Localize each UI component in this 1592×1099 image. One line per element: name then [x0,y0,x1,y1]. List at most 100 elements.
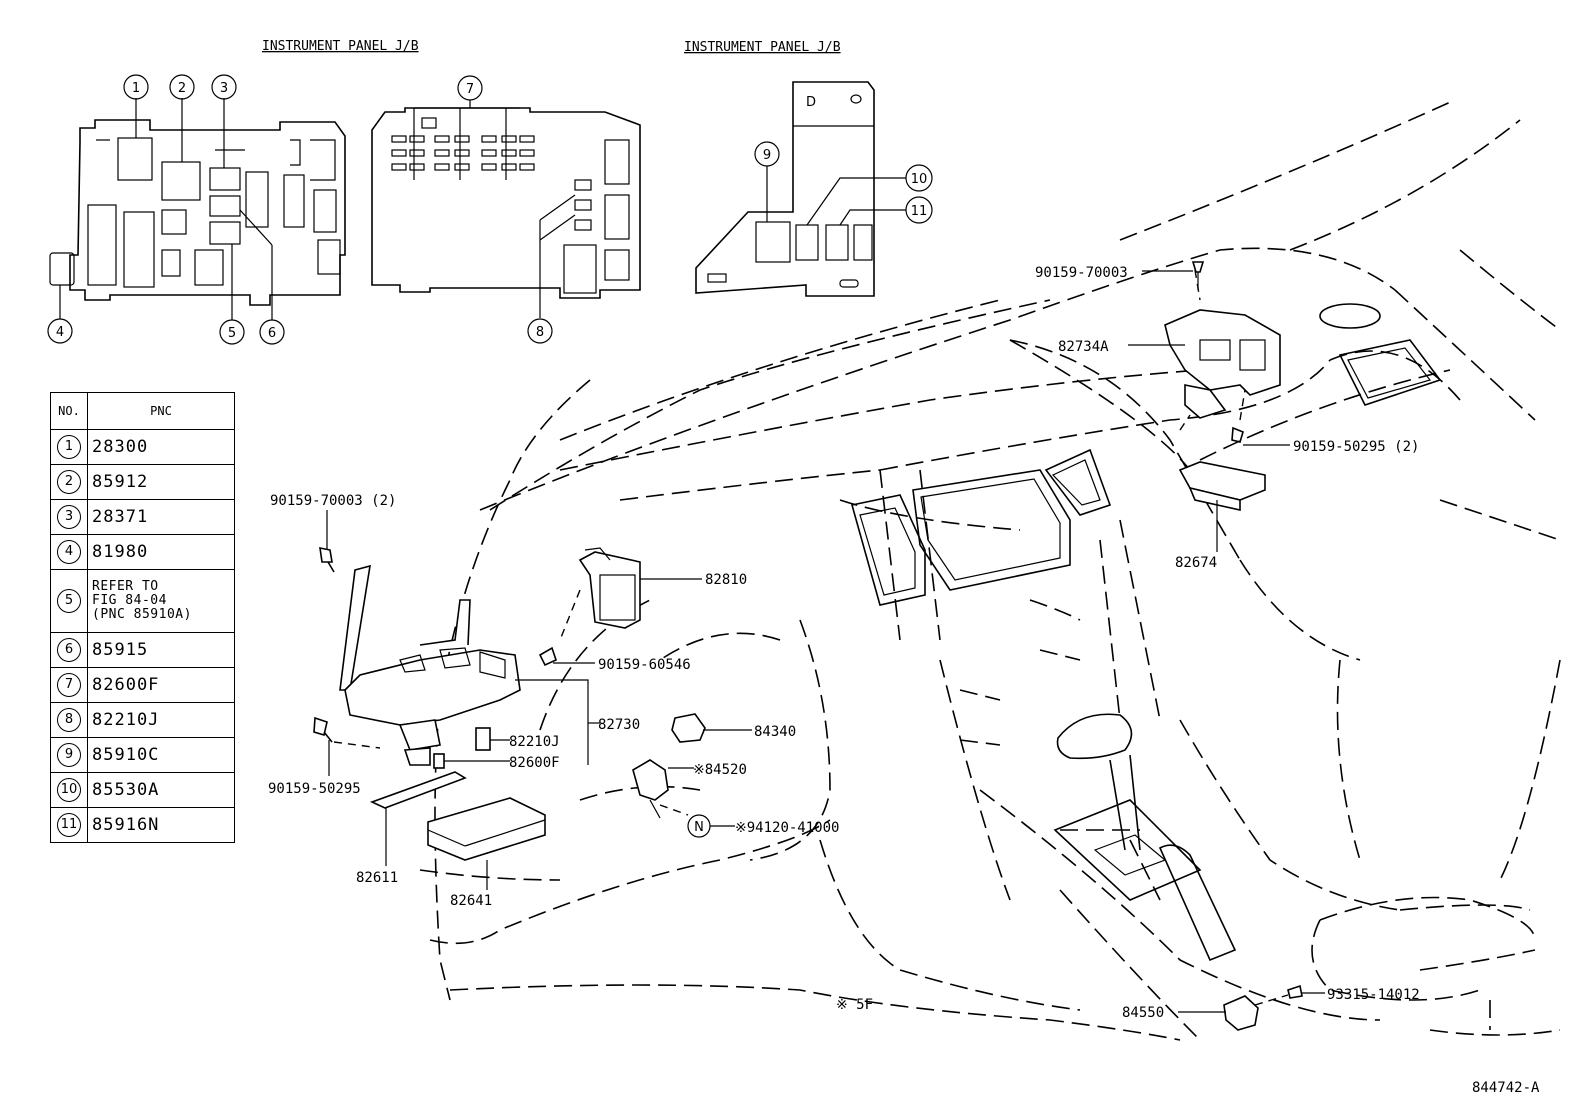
label-90159-70003-top: 90159-70003 [1035,265,1128,281]
callouts: 1 2 3 4 5 6 7 8 9 10 11 [47,74,933,345]
table-row: 4 81980 [50,534,235,570]
svg-text:D: D [806,95,816,110]
row-number: 10 [57,778,81,802]
part-84520 [632,759,669,819]
row-pnc: 85916N [87,807,235,843]
row-pnc: 82210J [87,702,235,738]
pnc-table: NO. PNC 1 28300 2 85912 3 28371 4 81980 … [50,392,235,843]
svg-text:4: 4 [56,325,64,340]
row-pnc: 85915 [87,632,235,668]
header-left: INSTRUMENT PANEL J/B [262,39,419,54]
row-pnc: 85910C [87,737,235,773]
instrument-panel-outline [419,99,1561,1041]
svg-text:10: 10 [911,172,928,187]
part-84340 [671,713,706,743]
junction-block-right: D [695,81,875,297]
leader-lines [326,270,1325,1013]
label-90159-50295-2: 90159-50295 (2) [1293,439,1419,455]
svg-text:7: 7 [466,82,474,97]
label-82734A: 82734A [1058,339,1109,355]
table-row: 11 85916N [50,807,235,843]
part-84550 [1223,995,1259,1031]
svg-text:3: 3 [220,81,228,96]
row-pnc: 85530A [87,772,235,808]
callout-6: 6 [239,209,285,345]
label-84340: 84340 [754,724,796,740]
svg-text:9: 9 [763,148,771,163]
part-82730 [339,564,521,766]
row-pnc: 82600F [87,667,235,703]
table-row: 9 85910C [50,737,235,773]
svg-text:N: N [694,820,704,835]
label-82210J: 82210J [509,734,560,750]
bolts [313,546,1303,1006]
callout-2: 2 [169,74,195,162]
label-82730: 82730 [598,717,640,733]
label-82674: 82674 [1175,555,1217,571]
table-row: 3 28371 [50,499,235,535]
label-84520: ※84520 [693,762,747,778]
junction-block-middle [371,107,641,299]
junction-block-left [49,119,346,306]
table-row: 10 85530A [50,772,235,808]
part-82210J [475,727,491,751]
svg-text:5: 5 [228,326,236,341]
row-number: 2 [57,470,81,494]
callout-10: 10 [806,164,933,226]
callout-3: 3 [211,74,237,168]
table-row: 8 82210J [50,702,235,738]
table-row: 1 28300 [50,429,235,465]
svg-text:11: 11 [911,204,928,219]
row-number: 9 [57,743,81,767]
label-82810: 82810 [705,572,747,588]
row-pnc: 85912 [87,464,235,500]
label-82641: 82641 [450,893,492,909]
table-header-row: NO. PNC [50,392,235,430]
svg-text:6: 6 [268,326,276,341]
callout-11: 11 [839,196,933,226]
row-number: 6 [57,638,81,662]
header-right: INSTRUMENT PANEL J/B [684,40,841,55]
row-number: 5 [57,589,81,613]
row-number: 11 [57,813,81,837]
label-90159-50295: 90159-50295 [268,781,361,797]
part-82611 [369,771,467,809]
callout-9: 9 [754,141,780,222]
table-row: 7 82600F [50,667,235,703]
callout-7: 7 [413,75,520,180]
figure-id: 844742-A [1472,1080,1540,1096]
row-number: 4 [57,540,81,564]
n-mark: N [687,814,711,838]
label-93315-14012: 93315-14012 [1327,987,1420,1003]
label-90159-60546: 90159-60546 [598,657,691,673]
row-number: 3 [57,505,81,529]
row-number: 8 [57,708,81,732]
row-pnc: REFER TO FIG 84-04 (PNC 85910A) [87,569,235,633]
part-82810 [559,547,641,641]
row-pnc: 28371 [87,499,235,535]
part-82734A [1164,261,1281,431]
svg-text:2: 2 [178,81,186,96]
table-row: 2 85912 [50,464,235,500]
part-82641 [427,797,546,861]
part-82674 [1178,426,1266,511]
label-82611: 82611 [356,870,398,886]
svg-text:1: 1 [132,81,140,96]
label-90159-70003-2: 90159-70003 (2) [270,493,396,509]
row-pnc: 81980 [87,534,235,570]
label-84550: 84550 [1122,1005,1164,1021]
callout-4: 4 [47,285,73,344]
table-row: 6 85915 [50,632,235,668]
label-82600F: 82600F [509,755,560,771]
col-pnc-header: PNC [87,392,235,430]
row-number: 7 [57,673,81,697]
col-no-header: NO. [50,392,88,430]
callout-8: 8 [527,194,576,344]
footnote: ※ 5F [836,997,873,1013]
callout-1: 1 [123,74,149,138]
row-pnc: 28300 [87,429,235,465]
svg-text:8: 8 [536,325,544,340]
table-row: 5 REFER TO FIG 84-04 (PNC 85910A) [50,569,235,633]
label-94120-41000: ※94120-41000 [735,820,839,836]
